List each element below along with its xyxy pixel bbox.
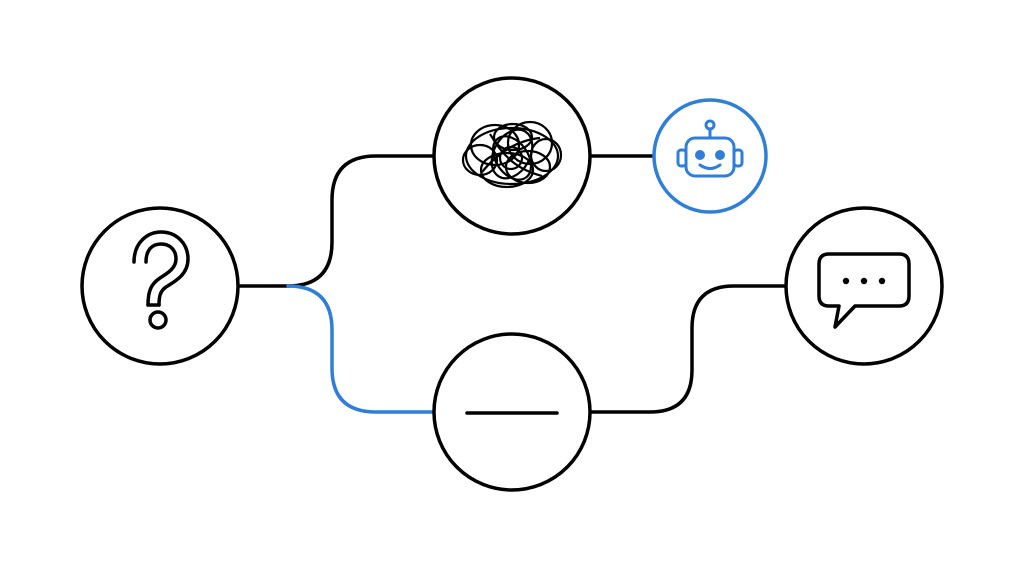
tangled-thought-icon — [461, 120, 563, 189]
edges — [238, 154, 788, 414]
node-tangle — [432, 76, 592, 236]
node-robot — [652, 98, 768, 214]
question-mark-icon — [132, 230, 190, 330]
robot-icon — [676, 119, 744, 178]
edge-question-to-tangle — [238, 154, 436, 288]
node-chat-circle — [784, 206, 944, 366]
node-chat — [784, 206, 944, 366]
node-minus — [432, 332, 592, 492]
node-question-circle — [80, 206, 240, 366]
edge-minus-to-chat — [590, 284, 788, 414]
chat-bubble-icon — [817, 252, 911, 329]
node-robot-circle — [652, 98, 768, 214]
edge-question-to-minus — [286, 284, 436, 414]
node-question — [80, 206, 240, 366]
